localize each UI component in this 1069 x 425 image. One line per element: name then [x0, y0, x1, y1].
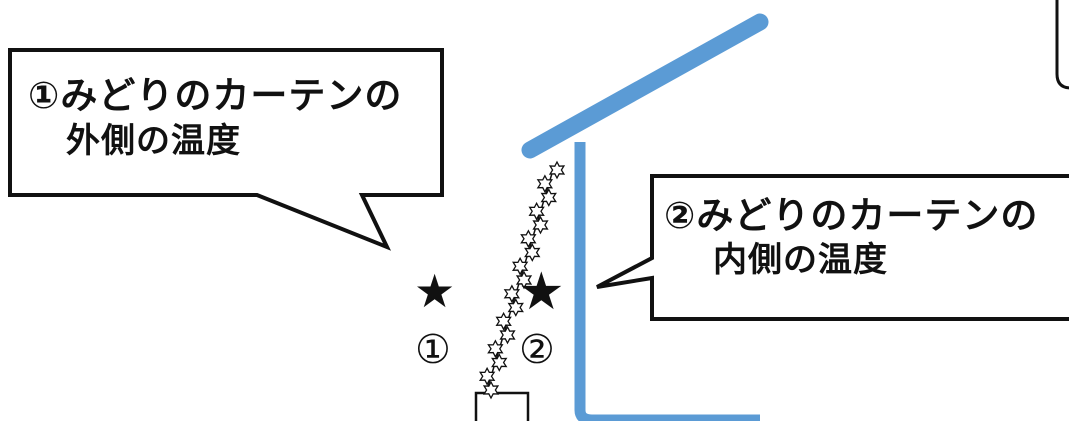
callout-inside-line1: ②みどりのカーテンの: [664, 194, 1039, 237]
leaf-icon: [499, 325, 516, 345]
leaf-icon: [511, 256, 529, 276]
green-curtain-vine: [478, 160, 566, 400]
star-icon: ★: [518, 262, 565, 322]
leaf-icon: [487, 339, 504, 359]
leaf-icon: [507, 298, 524, 317]
leaf-icon: [524, 243, 541, 262]
house-wall: [574, 142, 760, 425]
leaf-icon: [548, 160, 566, 180]
leaf-icon: [482, 380, 500, 400]
leaf-icon: [528, 201, 545, 221]
callout-outside-bubble: [8, 48, 444, 251]
point-number-inside: ②: [519, 327, 555, 373]
leaf-icon: [503, 284, 521, 304]
callout-inside-bubble: [596, 174, 1069, 321]
leaf-icon: [532, 215, 549, 235]
star-icon: ★: [414, 264, 456, 318]
leaf-icon: [520, 229, 537, 249]
callout-inside-line2: 内側の温度: [713, 240, 888, 280]
leaf-icon: [491, 353, 508, 372]
partial-box: [1055, 0, 1069, 90]
leaf-icon: [540, 188, 557, 207]
callout-outside-line1: ①みどりのカーテンの: [28, 74, 403, 117]
callout-outside-line2: 外側の温度: [66, 121, 241, 161]
point-number-outside: ①: [415, 327, 451, 373]
house-roof: [521, 13, 769, 159]
leaf-icon: [536, 174, 554, 194]
leaf-icon: [478, 366, 496, 386]
leaf-icon: [515, 270, 533, 290]
house: [521, 13, 769, 425]
leaf-icon: [495, 311, 512, 331]
planter-box: [474, 391, 530, 425]
